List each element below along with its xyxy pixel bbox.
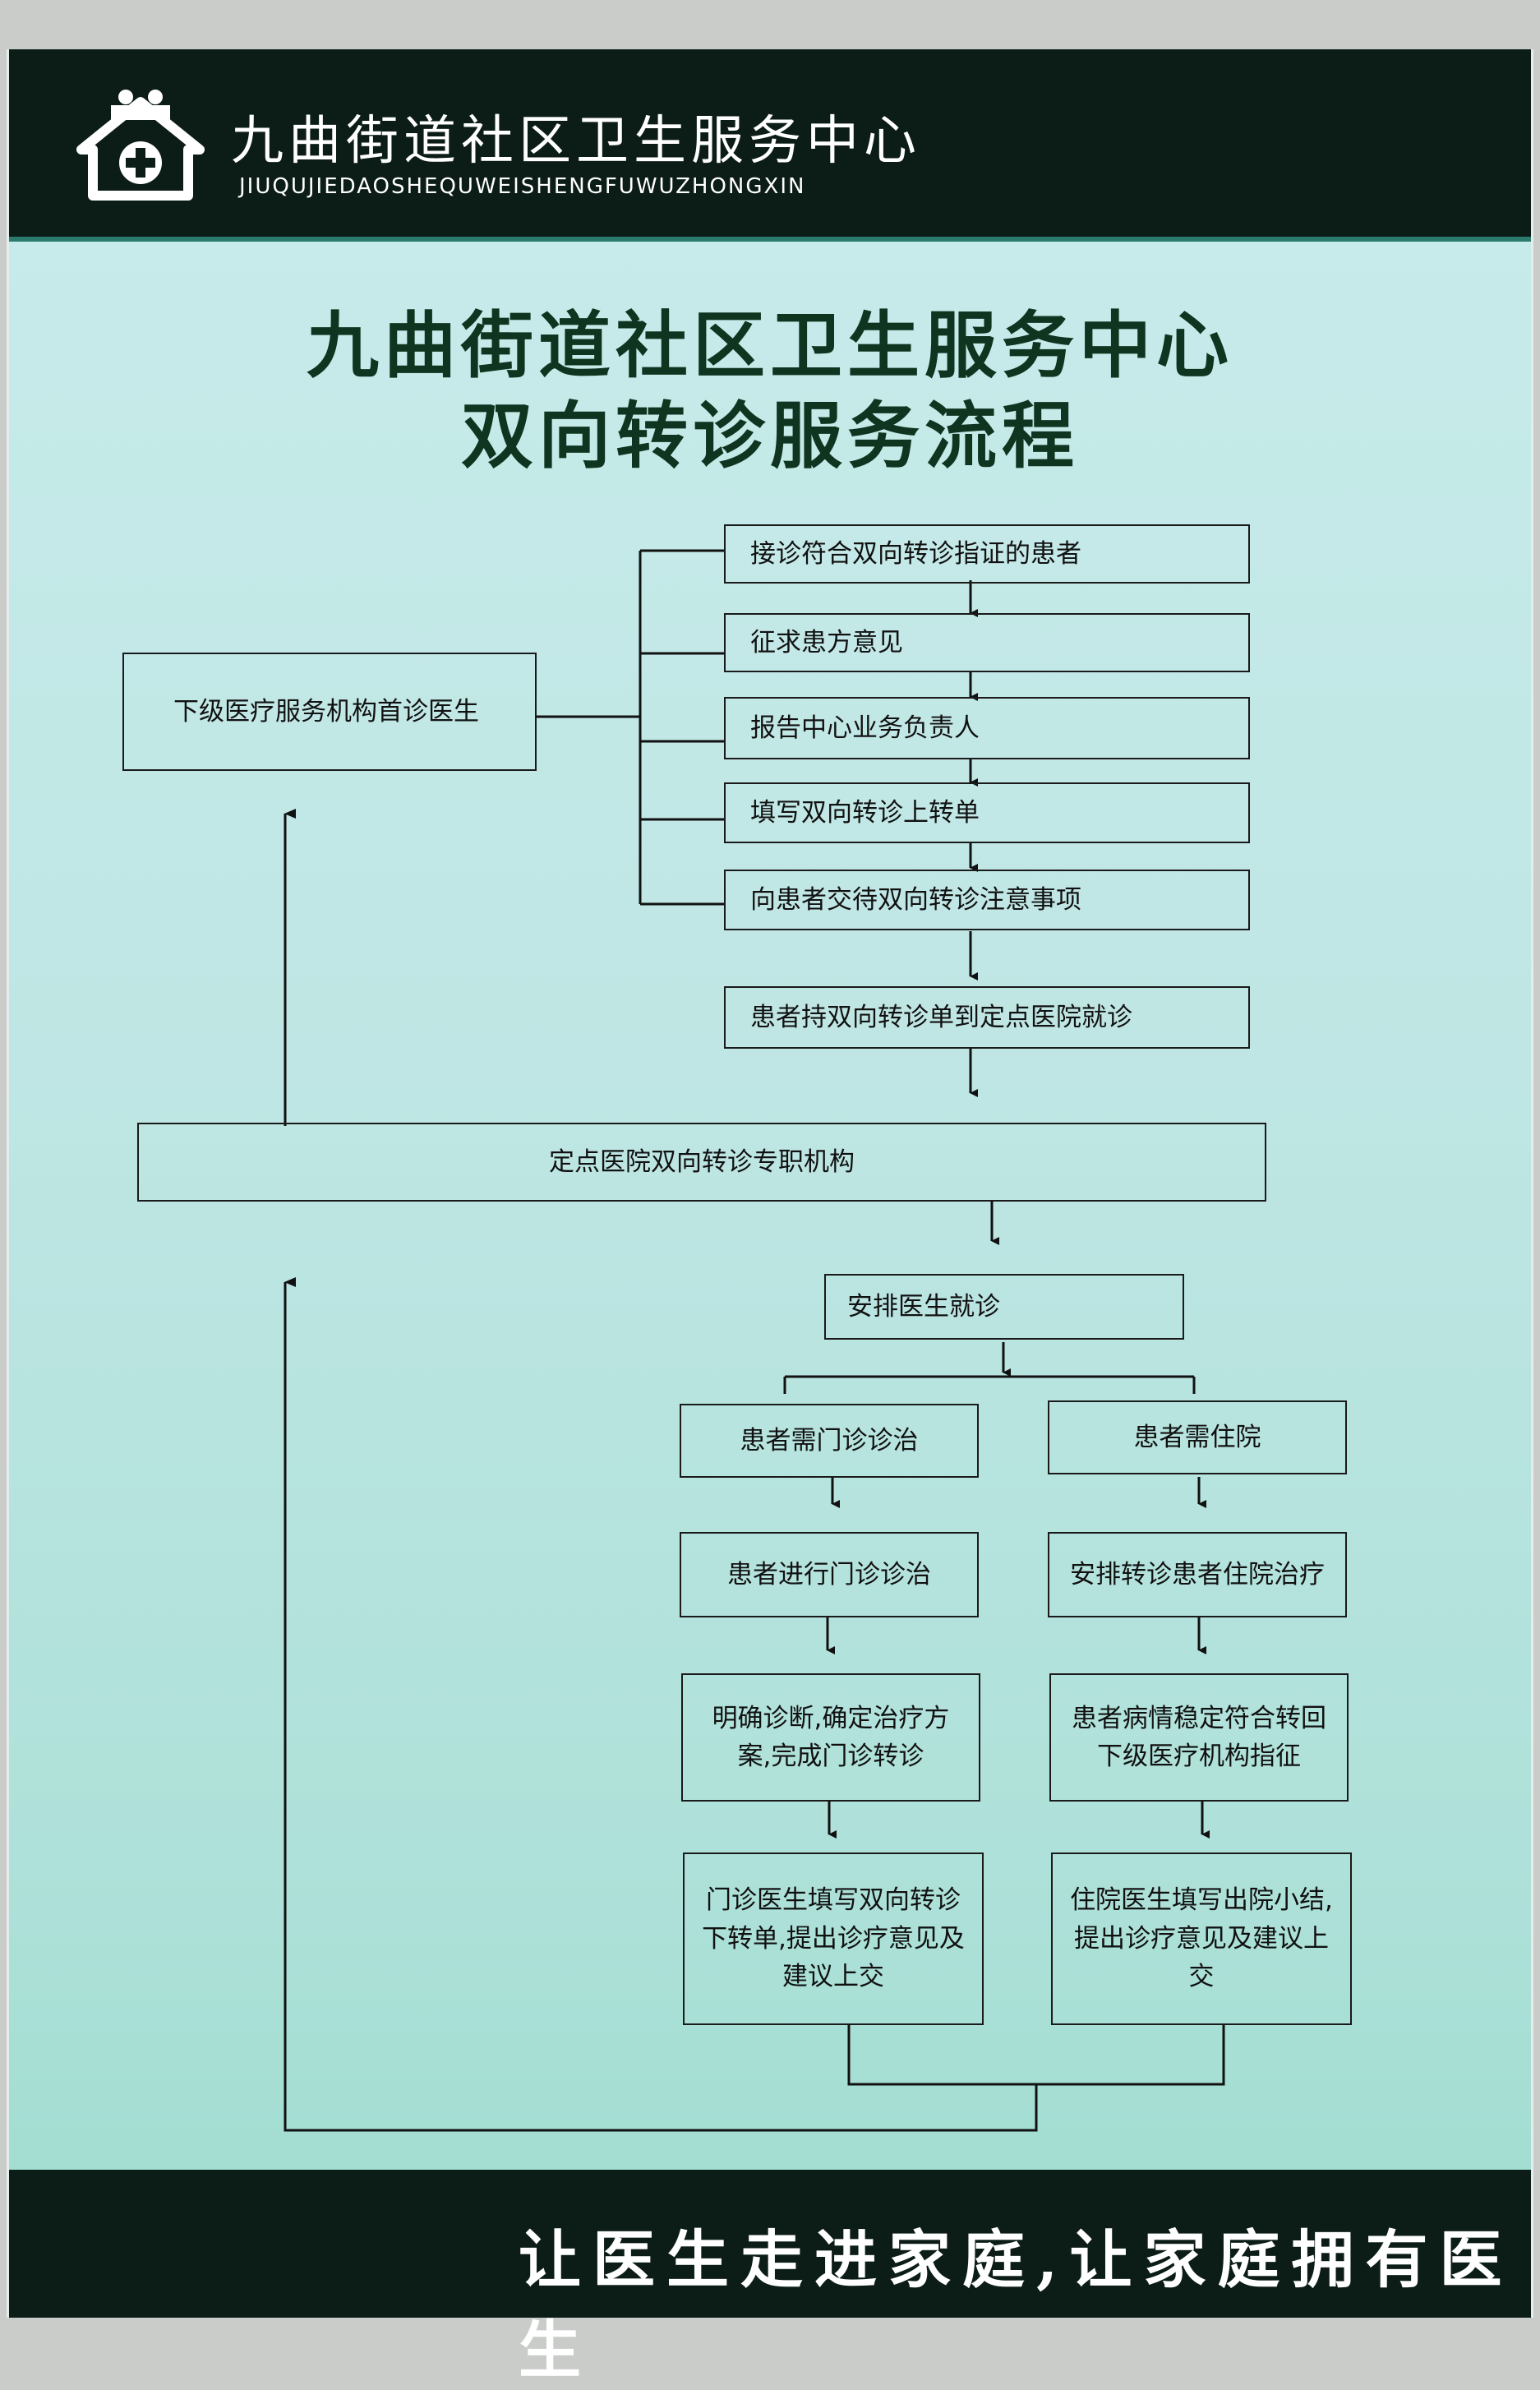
flow-label-inpatient-need: 患者需住院 — [1133, 1422, 1261, 1452]
flow-label-step3: 报告中心业务负责人 — [750, 713, 980, 743]
flow-box-outpatient-diagnose: 明确诊断,确定治疗方案,完成门诊转诊 — [681, 1673, 980, 1802]
flow-label-outpatient-treat: 患者进行门诊诊治 — [727, 1559, 931, 1589]
org-name: 九曲街道社区卫生服务中心 — [231, 111, 921, 172]
flow-box-lower-doctor: 下级医疗服务机构首诊医生 — [122, 653, 537, 771]
header-divider — [9, 237, 1531, 242]
footer-slogan: 让医生走进家庭,让家庭拥有医生 — [519, 2223, 1514, 2387]
title-line-2: 双向转诊服务流程 — [460, 394, 1079, 478]
flow-box-outpatient-referral: 门诊医生填写双向转诊下转单,提出诊疗意见及建议上交 — [683, 1852, 984, 2025]
flow-box-hospital-office: 定点医院双向转诊专职机构 — [137, 1123, 1266, 1202]
flow-box-inpatient-stable: 患者病情稳定符合转回下级医疗机构指征 — [1049, 1673, 1349, 1802]
flow-box-step2: 征求患方意见 — [724, 613, 1250, 672]
flow-label-inpatient-treat: 安排转诊患者住院治疗 — [1070, 1559, 1325, 1589]
flow-box-step1: 接诊符合双向转诊指证的患者 — [724, 524, 1250, 584]
poster: 九曲街道社区卫生服务中心 JIUQUJIEDAOSHEQUWEISHENGFUW… — [7, 49, 1533, 2387]
footer-bar: 让医生走进家庭,让家庭拥有医生 — [9, 2170, 1531, 2387]
title-line-1: 九曲街道社区卫生服务中心 — [306, 303, 1233, 388]
flow-label-inpatient-summary: 住院医生填写出院小结,提出诊疗意见及建议上交 — [1070, 1885, 1333, 1992]
flow-box-arrange-doctor: 安排医生就诊 — [824, 1274, 1184, 1340]
flow-box-inpatient-summary: 住院医生填写出院小结,提出诊疗意见及建议上交 — [1051, 1852, 1352, 2025]
flow-box-step6: 患者持双向转诊单到定点医院就诊 — [724, 986, 1250, 1049]
flow-label-hospital-office: 定点医院双向转诊专职机构 — [549, 1147, 855, 1177]
header-bar: 九曲街道社区卫生服务中心 JIUQUJIEDAOSHEQUWEISHENGFUW… — [9, 49, 1531, 238]
flow-label-inpatient-stable: 患者病情稳定符合转回下级医疗机构指征 — [1072, 1703, 1326, 1772]
flow-label-outpatient-diagnose: 明确诊断,确定治疗方案,完成门诊转诊 — [712, 1703, 950, 1772]
flow-label-lower-doctor: 下级医疗服务机构首诊医生 — [173, 696, 479, 727]
flow-label-step5: 向患者交待双向转诊注意事项 — [750, 884, 1081, 915]
flow-connectors — [284, 549, 1225, 2132]
flow-box-outpatient-need: 患者需门诊诊治 — [680, 1404, 979, 1478]
flow-box-outpatient-treat: 患者进行门诊诊治 — [680, 1532, 979, 1617]
flow-box-inpatient-treat: 安排转诊患者住院治疗 — [1048, 1532, 1347, 1617]
flow-label-step1: 接诊符合双向转诊指证的患者 — [750, 538, 1081, 569]
flow-label-step2: 征求患方意见 — [750, 627, 903, 657]
flow-label-arrange-doctor: 安排医生就诊 — [847, 1291, 1000, 1322]
flow-box-step4: 填写双向转诊上转单 — [724, 782, 1250, 843]
flow-label-step6: 患者持双向转诊单到定点医院就诊 — [750, 1002, 1132, 1032]
flow-box-step5: 向患者交待双向转诊注意事项 — [724, 870, 1250, 930]
hospital-house-cross-icon — [76, 90, 205, 201]
org-pinyin: JIUQUJIEDAOSHEQUWEISHENGFUWUZHONGXIN — [239, 174, 806, 199]
flow-box-step3: 报告中心业务负责人 — [724, 697, 1250, 759]
flow-label-outpatient-referral: 门诊医生填写双向转诊下转单,提出诊疗意见及建议上交 — [702, 1885, 965, 1992]
flow-label-outpatient-need: 患者需门诊诊治 — [740, 1425, 919, 1456]
flow-label-step4: 填写双向转诊上转单 — [750, 797, 980, 828]
flow-box-inpatient-need: 患者需住院 — [1048, 1400, 1347, 1474]
